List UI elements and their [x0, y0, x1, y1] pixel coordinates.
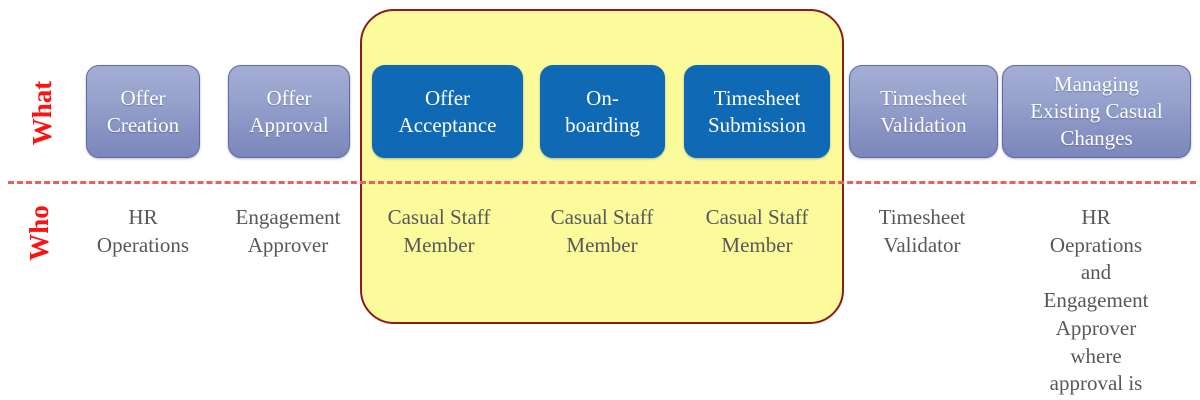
row-divider: [8, 181, 1196, 184]
stage-label: On-boarding: [565, 85, 640, 137]
row-label-what: What: [27, 80, 57, 146]
row-label-who: Who: [24, 205, 54, 261]
casual-staff-member-highlight-region: [360, 9, 844, 324]
stage-box-on-boarding[interactable]: On-boarding: [540, 65, 665, 158]
